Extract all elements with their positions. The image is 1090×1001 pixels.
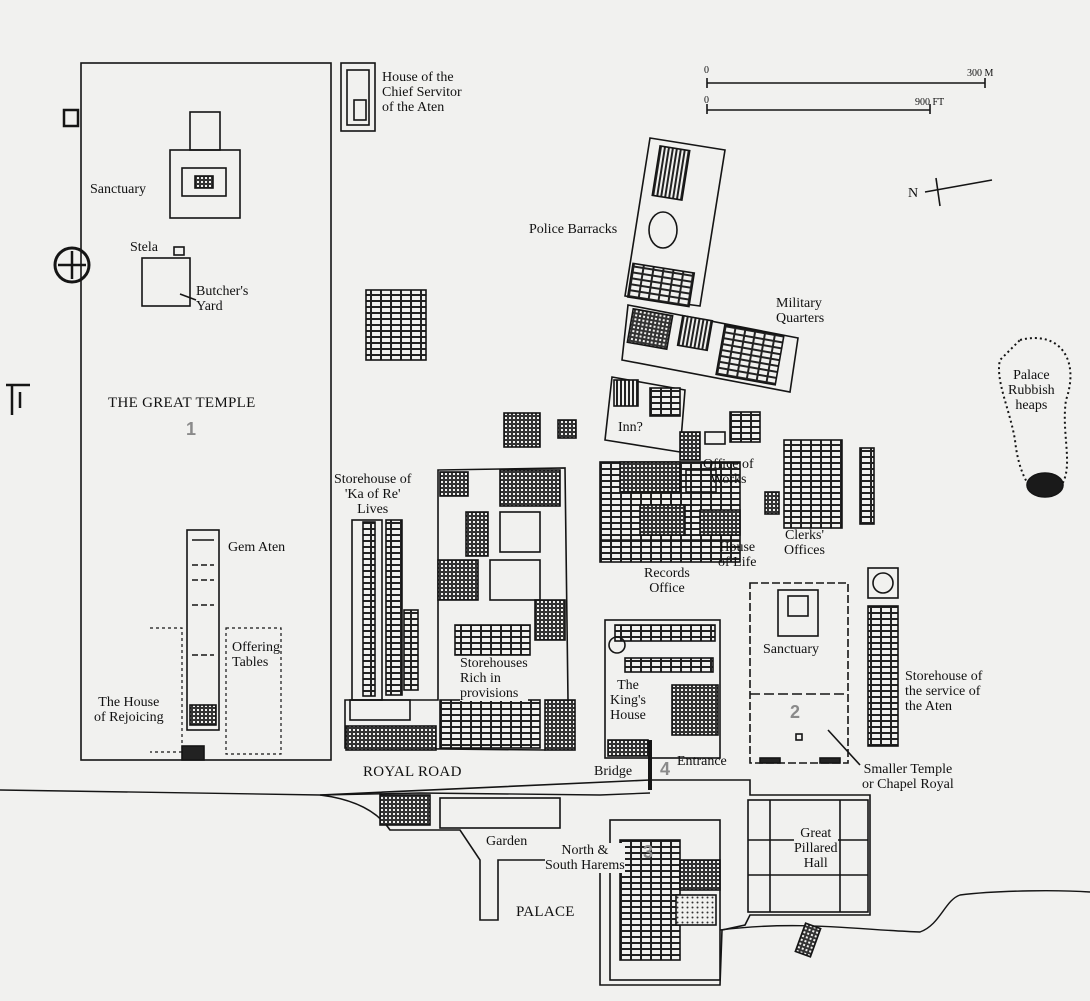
great-temple-enclosure bbox=[80, 62, 332, 761]
great-temple-sanctuary-plan bbox=[169, 111, 241, 219]
storehouses-rich-plan bbox=[344, 467, 576, 751]
scale-meters-label: 300 M bbox=[967, 68, 994, 79]
inn-label: Inn? bbox=[618, 420, 643, 435]
entrance-label: Entrance bbox=[677, 754, 727, 769]
palace-label: PALACE bbox=[516, 904, 575, 920]
garden-label: Garden bbox=[486, 834, 528, 849]
police-barracks-plan bbox=[624, 137, 726, 308]
scale-feet-label: 900 FT bbox=[915, 97, 945, 108]
palace-rubbish-label: Palace Rubbish heaps bbox=[1008, 368, 1055, 413]
scale-zero-meters: 0 bbox=[704, 65, 709, 76]
butchers-yard-plan bbox=[141, 257, 191, 307]
marker-2: 2 bbox=[790, 702, 801, 722]
smaller-temple-label: Smaller Temple or Chapel Royal bbox=[862, 762, 954, 792]
offering-tables-label: Offering Tables bbox=[232, 640, 280, 670]
scale-zero-feet: 0 bbox=[704, 95, 709, 106]
marker-4: 4 bbox=[660, 759, 671, 779]
storehouses-rich-label: Storehouses Rich in provisions bbox=[460, 656, 528, 701]
storehouse-ka-of-re-plan bbox=[351, 519, 419, 701]
kings-house-label: The King's House bbox=[610, 678, 646, 723]
storehouse-ka-of-re-label: Storehouse of 'Ka of Re' Lives bbox=[334, 472, 412, 517]
north-arrow-drawing bbox=[924, 177, 993, 207]
smaller-temple-plan bbox=[749, 582, 861, 766]
inn-plan bbox=[604, 376, 686, 453]
clerks-offices-label: Clerks' Offices bbox=[784, 528, 825, 558]
sanctuary-small-label: Sanctuary bbox=[763, 642, 819, 657]
chief-servitor-label: House of the Chief Servitor of the Aten bbox=[382, 70, 462, 115]
north-label: N bbox=[908, 186, 919, 201]
sanctuary-great-label: Sanctuary bbox=[90, 182, 146, 197]
scale-bar-drawing bbox=[706, 78, 986, 114]
gem-aten-label: Gem Aten bbox=[228, 540, 286, 555]
storehouse-service-plan bbox=[867, 567, 899, 747]
gem-aten-plan bbox=[181, 529, 220, 761]
royal-road-label: ROYAL ROAD bbox=[363, 764, 462, 780]
great-temple-label: THE GREAT TEMPLE bbox=[108, 395, 256, 411]
rubbish-heaps-outline bbox=[998, 337, 1072, 497]
kings-house-plan bbox=[604, 619, 721, 790]
harems-label: North & South Harems bbox=[545, 843, 625, 873]
chief-servitor-house-plan bbox=[340, 62, 376, 132]
military-quarters-plan bbox=[621, 304, 799, 393]
royal-road-line bbox=[0, 789, 651, 796]
house-of-rejoicing-label: The House of Rejoicing bbox=[94, 695, 164, 725]
records-office-label: Records Office bbox=[644, 566, 690, 596]
butchers-yard-label: Butcher's Yard bbox=[196, 284, 249, 314]
military-quarters-label: Military Quarters bbox=[776, 296, 825, 326]
great-pillared-hall-label: Great Pillared Hall bbox=[794, 826, 838, 871]
marker-1: 1 bbox=[186, 419, 197, 439]
palace-plan bbox=[319, 779, 871, 986]
storehouse-service-label: Storehouse of the service of the Aten bbox=[905, 669, 983, 714]
records-office-complex-plan bbox=[599, 461, 741, 563]
stela-label: Stela bbox=[130, 240, 158, 255]
police-barracks-label: Police Barracks bbox=[529, 222, 618, 237]
house-of-life-label: House of Life bbox=[718, 540, 757, 570]
office-of-works-label: Office of Works bbox=[703, 457, 754, 487]
bridge-label: Bridge bbox=[594, 764, 633, 779]
marker-3: 3 bbox=[643, 842, 654, 862]
clerks-offices-plan bbox=[764, 439, 875, 529]
